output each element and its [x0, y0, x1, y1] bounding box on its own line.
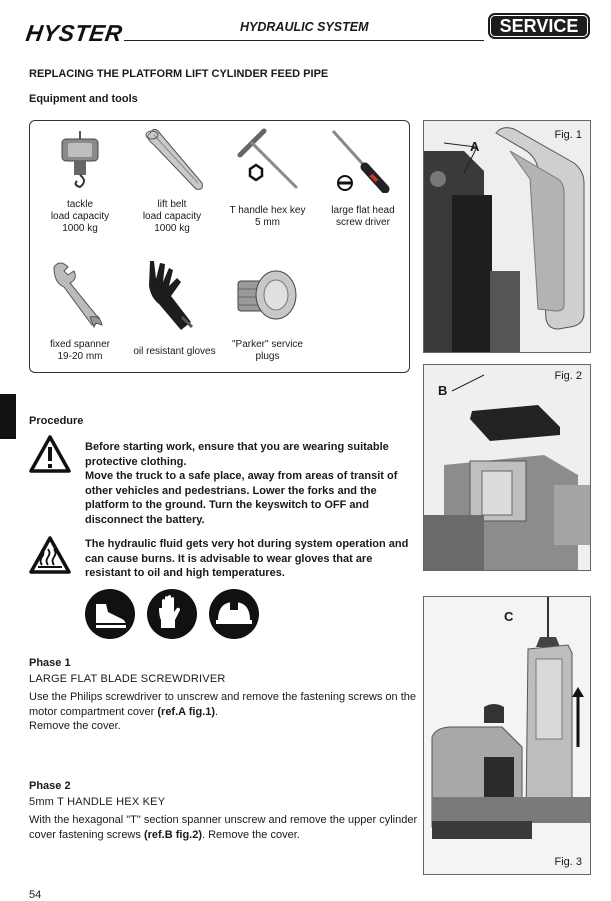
figure-2-callout: B — [438, 383, 448, 398]
header-rule — [124, 40, 484, 41]
tool-label-gloves: oil resistant gloves — [133, 346, 216, 357]
figure-3-label: Fig. 3 — [554, 856, 582, 868]
safety-shoes-icon — [85, 589, 135, 639]
figure-2-label: Fig. 2 — [554, 370, 582, 382]
phase-1-text: Use the Philips screwdriver to unscrew a… — [29, 691, 417, 732]
gloves-mandatory-icon — [147, 589, 197, 639]
t-handle-hex-key-icon — [237, 128, 298, 189]
cylinder-cover-illustration — [424, 365, 590, 570]
page-title: REPLACING THE PLATFORM LIFT CYLINDER FEE… — [29, 68, 329, 80]
spanner-icon — [53, 262, 103, 329]
figure-1-label: Fig. 1 — [554, 129, 582, 141]
phase-2-heading: Phase 2 — [29, 780, 71, 792]
brand-logo: HYSTER — [24, 20, 125, 46]
helmet-icon — [209, 589, 259, 639]
section-title: HYDRAULIC SYSTEM — [240, 20, 369, 34]
lifting-cylinder-illustration — [424, 597, 590, 874]
service-badge: SERVICE — [488, 13, 590, 39]
phase-2-text: With the hexagonal "T" section spanner u… — [29, 814, 418, 841]
motor-cover-illustration — [424, 121, 590, 352]
service-plug-icon — [237, 270, 297, 320]
tackle-icon — [61, 131, 99, 189]
lift-belt-icon — [145, 128, 203, 190]
page-tab-marker — [0, 394, 16, 439]
figure-2: B Fig. 2 — [423, 364, 591, 571]
phase-2-tool: 5mm T HANDLE HEX KEY — [29, 796, 166, 808]
figure-3-callout: C — [504, 609, 514, 624]
figure-1-callout: A — [470, 139, 480, 154]
page-number: 54 — [29, 889, 42, 901]
equipment-heading: Equipment and tools — [29, 93, 138, 105]
phase-1-heading: Phase 1 — [29, 657, 71, 669]
hot-surface-warning-icon — [29, 536, 71, 574]
warning-text-hot-fluid: The hydraulic fluid gets very hot during… — [85, 538, 409, 579]
phase-1-tool: LARGE FLAT BLADE SCREWDRIVER — [29, 673, 226, 685]
procedure-heading: Procedure — [29, 415, 84, 427]
figure-3: C Fig. 3 — [423, 596, 591, 875]
figure-1: A Fig. 1 — [423, 120, 591, 353]
warning-text-safety: Before starting work, ensure that you ar… — [85, 441, 398, 526]
warning-triangle-icon — [29, 435, 71, 473]
screwdriver-icon — [331, 129, 390, 193]
gloves-icon — [149, 261, 194, 330]
